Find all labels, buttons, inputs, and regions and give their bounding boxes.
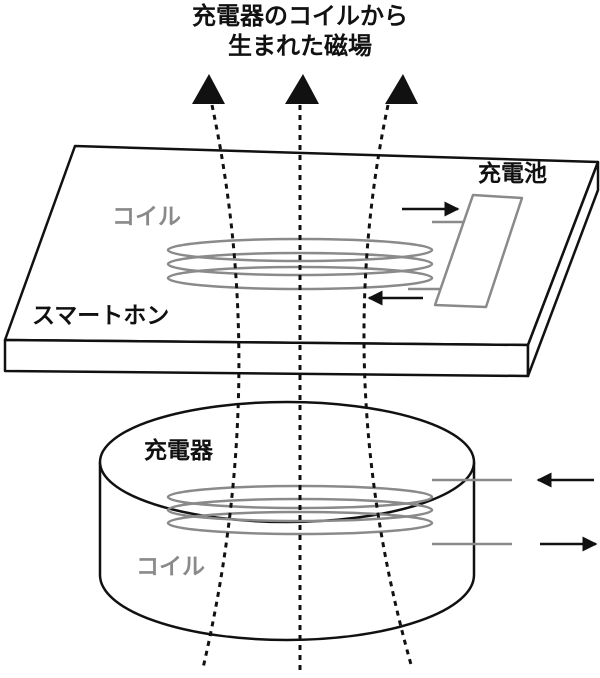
charger-coil-label: コイル [136,554,205,580]
field-arrow-center [285,74,319,104]
magnetic-field-lines [201,104,414,672]
field-arrow-left [192,74,225,104]
diagram-title-line2: 生まれた磁場 [228,32,372,60]
diagram-title-line1: 充電器のコイルから [192,2,408,30]
battery-label: 充電池 [478,160,547,187]
battery-shape [433,193,524,309]
field-line-left [201,104,241,669]
smartphone-label: スマートホン [32,303,169,329]
field-arrow-right [385,74,418,104]
phone-coil-label: コイル [112,204,181,230]
field-arrowheads [192,74,418,104]
current-arrows [367,201,598,552]
charger-label: 充電器 [144,437,214,464]
